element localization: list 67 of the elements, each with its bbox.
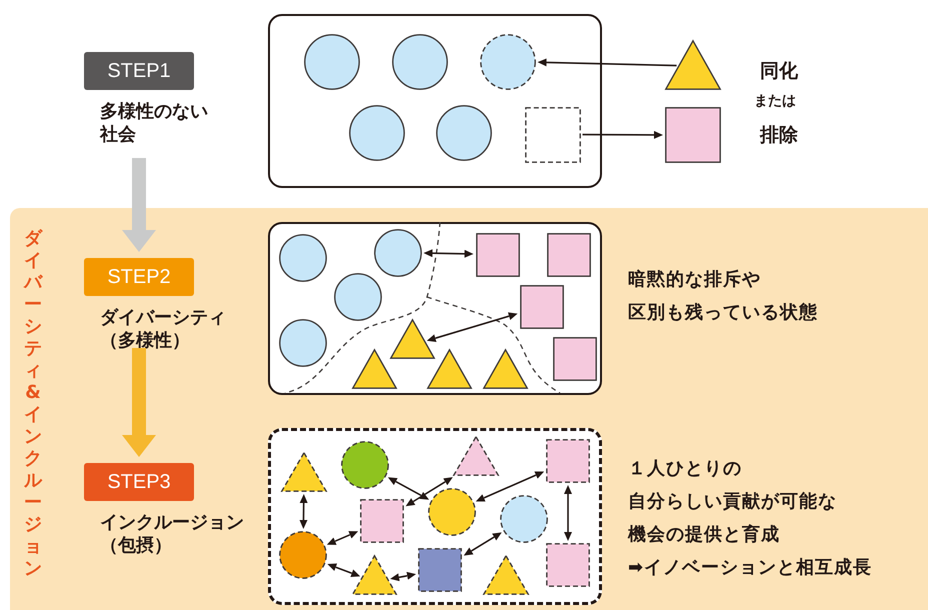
square-shape (552, 336, 596, 380)
double-arrow (300, 494, 308, 529)
square-shape (524, 106, 580, 162)
double-arrow (464, 532, 502, 556)
double-arrow (476, 471, 544, 502)
circle-shape (500, 495, 548, 543)
triangle-shape (281, 452, 327, 492)
triangle-shape (665, 40, 721, 90)
square-shape (665, 107, 721, 163)
step-caption: 多様性のない社会 (100, 100, 209, 146)
block-arrow (122, 348, 156, 457)
circle-shape (348, 104, 404, 160)
side-note: 同化 (760, 59, 798, 84)
description-text: 自分らしい貢献が可能な (628, 490, 837, 513)
circle-shape (278, 234, 326, 282)
arrow (538, 58, 677, 66)
circle-shape (392, 34, 448, 90)
description-text: 区別も残っている状態 (628, 301, 818, 324)
circle-shape (279, 531, 327, 579)
triangle-shape (453, 436, 499, 476)
square-shape (418, 548, 462, 592)
double-arrow (326, 531, 358, 545)
description-text: 機会の提供と育成 (628, 523, 780, 546)
triangle-shape (482, 348, 528, 388)
panel-frame (268, 222, 602, 395)
double-arrow (564, 485, 572, 541)
circle-shape (374, 228, 422, 276)
triangle-shape (352, 348, 396, 388)
square-shape (546, 439, 590, 483)
square-shape (476, 232, 520, 276)
step-label: STEP1 (84, 52, 194, 90)
circle-shape (428, 488, 476, 536)
block-arrow (122, 158, 156, 252)
arrow (582, 130, 663, 139)
triangle-shape (352, 555, 397, 595)
circle-shape (480, 34, 536, 90)
step-label: STEP2 (84, 258, 194, 296)
section-band (10, 208, 928, 610)
double-arrow (406, 477, 453, 506)
square-shape (520, 284, 564, 328)
triangle-shape (483, 555, 529, 595)
square-shape (546, 232, 590, 276)
double-arrow (424, 249, 474, 258)
step-caption: インクルージョン（包摂） (100, 511, 245, 557)
square-shape (360, 499, 404, 543)
side-note: または (754, 92, 796, 110)
vertical-title: ダイバーシティ&インクルージョン (22, 227, 44, 581)
circle-shape (436, 104, 492, 160)
panel-frame (268, 14, 602, 188)
side-note: 排除 (760, 123, 798, 148)
circle-shape (304, 34, 360, 90)
double-arrow (390, 572, 416, 582)
double-arrow (327, 563, 360, 577)
description-text: 暗黙的な排斥や (628, 268, 761, 291)
double-arrow (388, 477, 430, 500)
circle-shape (341, 441, 389, 489)
double-arrow (426, 312, 518, 342)
description-text: ➡イノベーションと相互成長 (628, 556, 872, 579)
circle-shape (278, 318, 326, 366)
panel-frame (268, 428, 602, 605)
step-label: STEP3 (84, 463, 194, 501)
triangle-shape (426, 348, 472, 388)
square-shape (546, 543, 590, 587)
step-caption: ダイバーシティ（多様性） (100, 306, 227, 352)
triangle-shape (390, 318, 434, 358)
circle-shape (334, 272, 382, 320)
description-text: １人ひとりの (628, 457, 742, 480)
